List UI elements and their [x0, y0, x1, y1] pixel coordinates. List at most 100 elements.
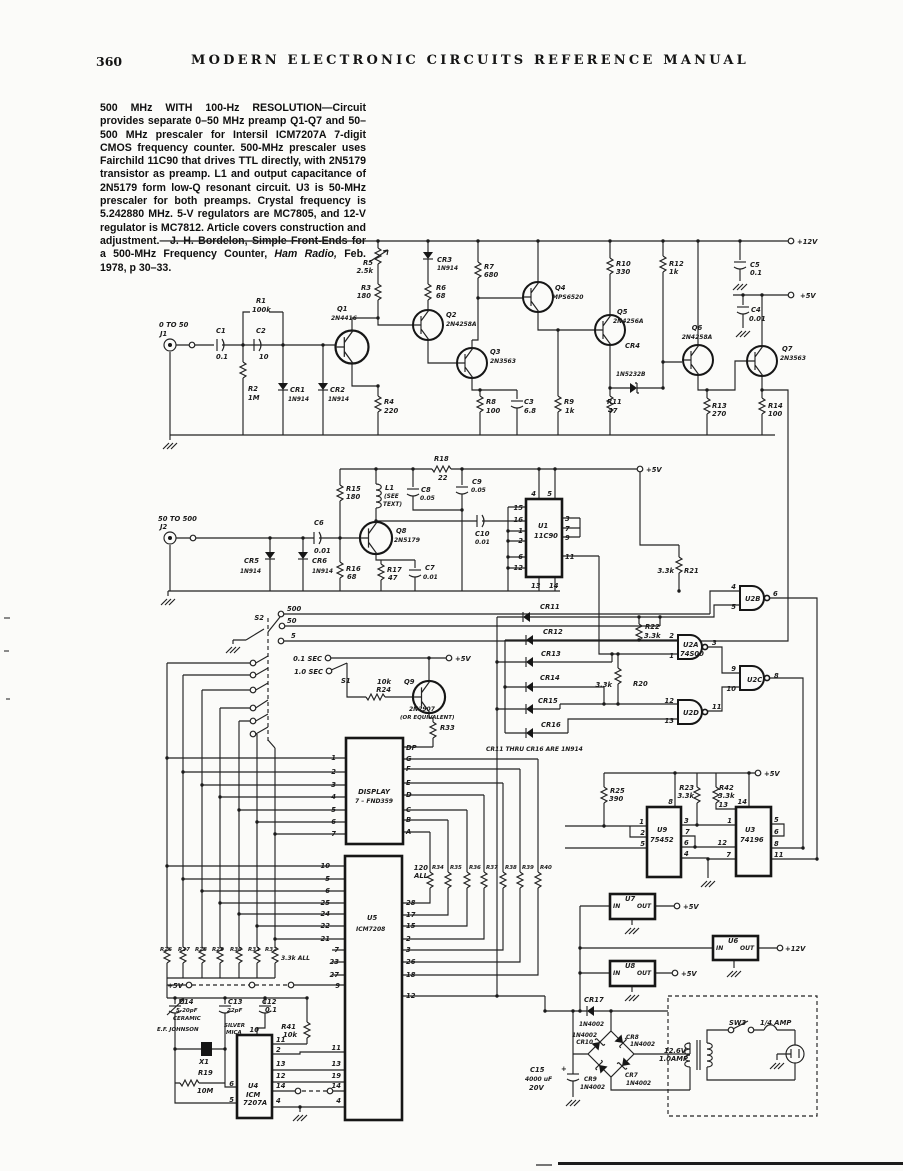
schematic-label: SILVER: [224, 1023, 245, 1029]
schematic-label: 2.5k: [356, 267, 373, 275]
schematic-label: 11: [565, 553, 574, 561]
schematic-label: 74S00: [680, 650, 704, 658]
schematic-label: 50 TO 500: [158, 515, 197, 523]
schematic-label: G: [406, 755, 412, 763]
schematic-label: DISPLAY: [358, 788, 391, 796]
schematic-label: Q2: [446, 311, 457, 319]
schematic-label: 1N914: [312, 569, 333, 575]
schematic-label: 23: [330, 958, 340, 966]
schematic-label: 0.1: [750, 269, 762, 277]
schematic-label: 1N5232B: [616, 372, 646, 378]
schematic-label: 1: [639, 818, 644, 826]
ic-u4-icm7207a: [235, 1033, 274, 1120]
schematic-label: U2D: [683, 709, 699, 717]
schematic-label: 500: [287, 605, 301, 613]
schematic-label: X1: [198, 1058, 209, 1066]
schematic-label: 3.3k: [644, 632, 661, 640]
schematic-label: +5V: [646, 466, 662, 474]
schematic-label: 12: [665, 697, 675, 705]
schematic-label: 9: [731, 665, 736, 673]
schematic-label: CR5: [244, 557, 259, 565]
ic-u1-11c90: [524, 497, 564, 579]
schematic-label: 100: [486, 407, 500, 415]
schematic-label: C2: [256, 327, 266, 335]
schematic-label: R22: [645, 623, 660, 631]
wires-display-counter: [272, 746, 546, 1112]
schematic-label: 3: [712, 639, 717, 647]
scan-artifact: [6, 698, 10, 700]
schematic-label: 9: [565, 534, 570, 542]
schematic-label: 2: [669, 632, 674, 640]
schematic-label: +: [561, 1065, 567, 1073]
schematic-label: 27: [330, 971, 340, 979]
schematic-label: 4: [731, 583, 736, 591]
schematic-label: 18: [406, 971, 416, 979]
schematic-label: 100k: [252, 306, 271, 314]
regulator-u6: [711, 934, 760, 962]
schematic-label: 68: [436, 292, 446, 300]
schematic-label: 1M: [248, 394, 260, 402]
wires-crystal-u4: [166, 985, 308, 1104]
schematic-label: 7: [331, 830, 336, 838]
schematic-label: IN: [716, 945, 723, 952]
schematic-label: 680: [484, 271, 498, 279]
junction-dots: [165, 239, 819, 1109]
schematic-label: 180: [346, 493, 360, 501]
wires-switches: [166, 616, 446, 986]
schematic-label: R10: [616, 260, 631, 268]
schematic-label: 16: [514, 516, 524, 524]
schematic-label: 5: [731, 603, 736, 611]
schematic-label: 1: [518, 527, 523, 535]
schematic-label: R23: [679, 784, 694, 792]
schematic-label: R33: [440, 724, 455, 732]
schematic-label: 8: [774, 672, 779, 680]
schematic-label: C: [406, 806, 411, 814]
schematic-label: 6: [684, 839, 689, 847]
schematic-label: CR3: [437, 256, 452, 264]
jack-j2: [163, 531, 177, 545]
schematic-label: C5: [750, 261, 760, 269]
schematic-label: 6.8: [524, 407, 536, 415]
schematic-label: OUT: [637, 903, 652, 910]
schematic-label: 7: [565, 525, 570, 533]
schematic-label: 2: [640, 829, 645, 837]
schematic-label: 14: [332, 1082, 342, 1090]
schematic-label: 2: [406, 935, 411, 943]
schematic-label: U4: [248, 1082, 259, 1090]
schematic-label: 13: [719, 801, 729, 809]
wires-right-section: [565, 772, 817, 1011]
crystal-x1: [201, 1042, 212, 1056]
schematic-label: CR1: [290, 386, 305, 394]
schematic-label: 12: [406, 992, 416, 1000]
schematic-label: 11: [332, 1044, 341, 1052]
scan-artifact: [558, 1162, 903, 1165]
schematic-label: R16: [346, 565, 361, 573]
schematic-label: 47: [388, 574, 398, 582]
schematic-label: 6: [773, 590, 778, 598]
schematic-label: R42: [719, 784, 734, 792]
schematic-label: R14: [768, 402, 783, 410]
schematic-label: Q4: [555, 284, 566, 292]
schematic-label: 9: [335, 982, 340, 990]
schematic-label: +5V: [683, 903, 699, 911]
schematic-label: Q7: [782, 345, 793, 353]
schematic-label: C8: [421, 486, 431, 494]
schematic-label: 2N5179: [394, 537, 420, 544]
schematic-label: 10M: [197, 1087, 213, 1095]
schematic-label: 3.3k: [595, 681, 612, 689]
schematic-label: 10k: [377, 678, 391, 686]
schematic-label: 7: [726, 851, 731, 859]
schematic-label: 5: [774, 816, 779, 824]
schematic-label: U2A: [683, 641, 699, 649]
schematic-label: 14: [738, 798, 748, 806]
schematic-label: 5: [291, 632, 296, 640]
schematic-label: 10: [250, 1026, 260, 1034]
schematic-label: R26: [160, 947, 172, 953]
schematic-label: 21: [321, 935, 330, 943]
schematic-label: U8: [625, 962, 636, 970]
schematic-label: 2: [276, 1046, 281, 1054]
schematic-label: 25: [321, 899, 331, 907]
schematic-label: 20V: [529, 1084, 544, 1092]
schematic-label: ICM7208: [356, 926, 385, 933]
schematic-label: C12: [262, 998, 277, 1006]
